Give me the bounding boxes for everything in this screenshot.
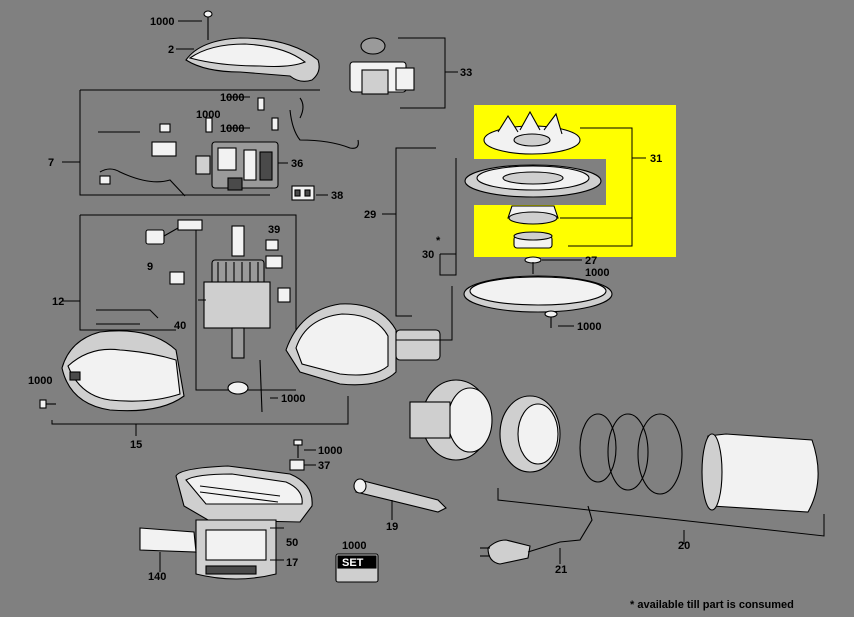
part-12-spring-clips [96, 271, 291, 325]
label-1000-a: 1000 [220, 92, 244, 104]
label-40: 40 [174, 320, 186, 332]
part-1000-set-badge [335, 553, 379, 583]
label-50: 50 [286, 537, 298, 549]
part-40-armature [203, 225, 271, 413]
part-21-power-cord [480, 505, 593, 565]
part-31-bearing-housing [507, 205, 559, 225]
footnote: * available till part is consumed [630, 599, 794, 611]
part-140-label [139, 527, 197, 553]
part-38-connector [291, 185, 315, 201]
part-19-handle-tube [353, 478, 447, 513]
label-140: 140 [148, 571, 166, 583]
part-37-clip [289, 459, 305, 471]
label-29: 29 [364, 209, 376, 221]
part-36-electronic-module [195, 141, 279, 191]
label-2: 2 [168, 44, 174, 56]
part-screws-cluster [205, 97, 279, 133]
part-screw-15 [39, 399, 56, 409]
label-7: 7 [48, 157, 54, 169]
part-screw-37 [293, 439, 303, 458]
label-1000-e: 1000 [577, 321, 601, 333]
label-1000-top: 1000 [150, 16, 174, 28]
label-1000-g: 1000 [28, 375, 52, 387]
label-1000-c: 1000 [220, 123, 244, 135]
set-badge-text: SET [342, 557, 364, 569]
label-36: 36 [291, 158, 303, 170]
label-27: 27 [585, 255, 597, 267]
part-20-sleeve [701, 433, 819, 513]
label-17: 17 [286, 557, 298, 569]
label-31: 31 [650, 153, 662, 165]
part-33-switch-assembly [349, 37, 415, 95]
label-15: 15 [130, 439, 142, 451]
part-7-brush-holders [98, 123, 186, 197]
label-1000-f: 1000 [281, 393, 305, 405]
part-sanding-pad [463, 275, 613, 313]
label-9: 9 [147, 261, 153, 273]
label-20: 20 [678, 540, 690, 552]
part-50-base-housing [175, 465, 313, 523]
part-wire-cable [289, 97, 359, 149]
part-31-fan-impeller [483, 110, 581, 155]
part-31-bearing [513, 231, 553, 249]
label-1000-set: 1000 [342, 540, 366, 552]
part-9-carbon-brush [145, 219, 203, 245]
label-12: 12 [52, 296, 64, 308]
part-spring-coil [579, 413, 683, 495]
label-30: 30 [422, 249, 434, 261]
part-pad-plate [464, 164, 602, 198]
part-2-top-cover [185, 37, 320, 82]
label-33: 33 [460, 67, 472, 79]
part-27-washer [524, 256, 542, 274]
part-17-motor-housing [195, 519, 277, 580]
part-screw-top [203, 10, 213, 40]
label-1000-d: 1000 [585, 267, 609, 279]
label-37: 37 [318, 460, 330, 472]
label-21: 21 [555, 564, 567, 576]
label-1000-b: 1000 [196, 109, 220, 121]
label-38: 38 [331, 190, 343, 202]
part-gear-cap [409, 379, 493, 461]
label-1000-h: 1000 [318, 445, 342, 457]
part-15-housing-left [61, 330, 185, 412]
part-motor-end-cap [499, 395, 561, 473]
part-39-brush-2 [265, 239, 283, 269]
part-housing-right [285, 303, 441, 386]
part-pad-screw [544, 310, 558, 328]
label-19: 19 [386, 521, 398, 533]
label-asterisk: * [436, 235, 441, 247]
label-39: 39 [268, 224, 280, 236]
